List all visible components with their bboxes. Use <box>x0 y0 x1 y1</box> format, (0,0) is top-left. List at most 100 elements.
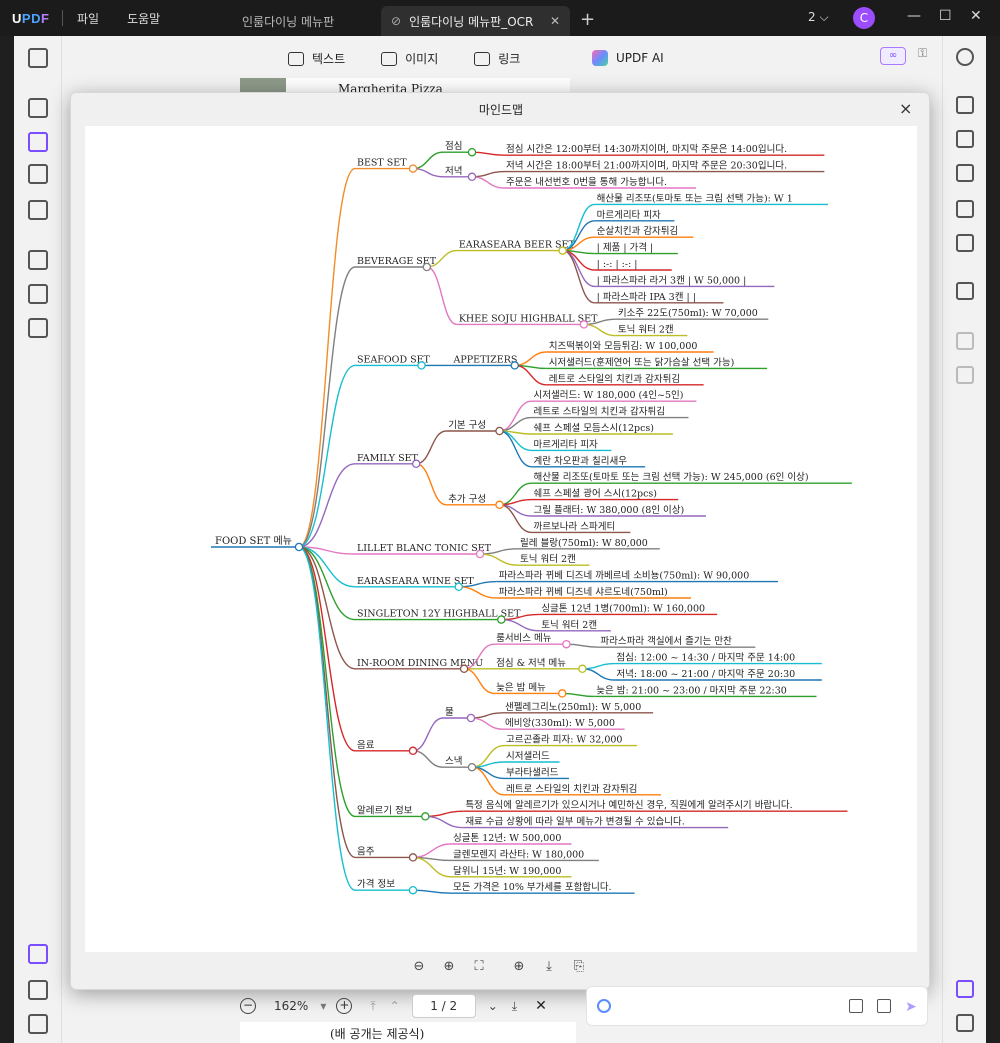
mindmap-branch-node: BEVERAGE SET <box>357 256 437 267</box>
form-icon[interactable] <box>28 200 48 220</box>
globe-icon[interactable]: ⊕ <box>513 959 525 974</box>
mindmap-leaf-node: 마르게리타 피자 <box>534 439 598 450</box>
bookmark-icon[interactable] <box>28 980 48 1000</box>
mindmap-leaf-node: 레트로 스타일의 치킨과 감자튀김 <box>506 783 637 795</box>
right-sidebar <box>942 36 986 1043</box>
link-tool-button[interactable]: 링크 <box>474 50 520 67</box>
redo-icon[interactable] <box>956 366 974 384</box>
download-icon[interactable]: ⤓ <box>546 959 552 974</box>
image-icon <box>381 52 398 66</box>
zoom-dropdown-icon[interactable]: ▾ <box>320 999 327 1013</box>
attachment-icon[interactable] <box>28 1014 48 1034</box>
mindmap-edge-leaf <box>499 430 532 468</box>
close-pager-icon[interactable]: ✕ <box>535 998 547 1014</box>
ai-panel-header: UPDF AI <box>586 40 936 76</box>
export-icon[interactable]: ⎘ <box>573 959 585 974</box>
reader-icon[interactable] <box>28 164 48 184</box>
fit-screen-icon[interactable]: ⛶ <box>474 959 484 974</box>
last-page-icon[interactable]: ⤓ <box>511 998 518 1013</box>
tab-document-2[interactable]: ⊘ 인룸다이닝 메뉴판_OCR ✕ <box>381 6 570 36</box>
mindmap-edge-leaf <box>480 553 519 566</box>
mindmap-leaf-node: 저녁: 18:00 ~ 21:00 / 마지막 주문 20:30 <box>616 669 795 680</box>
mindmap-edge-root <box>298 546 356 670</box>
thumbnail-icon[interactable] <box>28 48 48 68</box>
mindmap-subtopic-node: 기본 구성 <box>448 420 486 431</box>
convert-icon[interactable] <box>956 130 974 148</box>
search-icon[interactable] <box>956 48 974 66</box>
left-sidebar <box>14 36 62 1043</box>
screenshot-icon[interactable] <box>877 999 891 1013</box>
mindmap-subtopic-node: 저녁 <box>445 166 462 177</box>
mindmap-subtopic-node: 물 <box>445 707 454 718</box>
bulb-icon[interactable] <box>597 999 611 1013</box>
next-page-icon[interactable]: ⌄ <box>487 999 498 1013</box>
zoom-in-button[interactable]: + <box>336 998 353 1014</box>
image-tool-button[interactable]: 이미지 <box>381 50 438 67</box>
lock-icon[interactable]: ⚿ <box>918 46 928 60</box>
maximize-icon[interactable]: ☐ <box>939 8 952 24</box>
mindmap-leaf-node: 달위니 15년: W 190,000 <box>453 865 561 877</box>
menu-file[interactable]: 파일 <box>77 11 100 26</box>
save-icon[interactable] <box>956 282 974 300</box>
mindmap-edge-branch <box>412 750 444 768</box>
comment-icon[interactable] <box>28 98 48 118</box>
crop-icon[interactable] <box>28 284 48 304</box>
link-tool-label: 링크 <box>498 51 521 66</box>
mindmap-leaf-node: 시저샐러드 <box>506 751 550 762</box>
mindmap-edge-root <box>298 364 356 548</box>
mindmap-branch-knob <box>417 361 426 370</box>
ai-unlimited-badge[interactable]: ∞ <box>880 47 906 65</box>
image-upload-icon[interactable] <box>849 999 863 1013</box>
close-tab-icon[interactable]: ✕ <box>549 14 560 28</box>
mindmap-root-knob <box>294 542 304 552</box>
organize-icon[interactable] <box>28 250 48 270</box>
mindmap-leaf-node: 계란 차오판과 칠리새우 <box>534 455 628 467</box>
minimize-icon[interactable]: — <box>907 8 921 24</box>
ai-chat-input[interactable]: ➤ <box>586 986 928 1026</box>
protect-icon[interactable] <box>956 164 974 182</box>
first-page-icon[interactable]: ⤒ <box>370 998 376 1013</box>
zoom-in-icon[interactable]: ⊕ <box>443 959 455 974</box>
tab-document-1[interactable]: 인룸다이닝 메뉴판 <box>232 6 382 36</box>
undo-icon[interactable] <box>956 332 974 350</box>
window-count[interactable]: 2 ⌵ <box>808 10 829 24</box>
mindmap-branch-knob <box>408 853 418 862</box>
page-number-input[interactable]: 1 / 2 <box>411 994 476 1018</box>
mail-icon[interactable] <box>956 234 974 252</box>
avatar[interactable]: C <box>853 7 875 29</box>
edit-icon[interactable] <box>28 132 48 152</box>
mindmap-subtopic-knob <box>467 147 477 157</box>
mindmap-leaf-node: 고르곤졸라 피자: W 32,000 <box>506 735 622 746</box>
mindmap-edge-root <box>298 546 356 621</box>
mindmap-leaf-node: 파라스파라 뀌베 디즈네 까베르네 소비뇽(750ml): W 90,000 <box>499 571 750 582</box>
text-tool-button[interactable]: 텍스트 <box>288 50 345 67</box>
share-icon[interactable] <box>956 200 974 218</box>
prev-page-icon[interactable]: ⌃ <box>389 999 400 1013</box>
send-icon[interactable]: ➤ <box>905 999 917 1015</box>
ocr-icon[interactable] <box>956 96 974 114</box>
layers-icon[interactable] <box>28 944 48 964</box>
mindmap-branch-knob <box>408 746 418 756</box>
mindmap-subtopic-node: 스낵 <box>445 756 462 767</box>
mindmap-edge-leaf <box>425 810 464 818</box>
zoom-out-button[interactable]: − <box>240 998 256 1014</box>
image-tool-label: 이미지 <box>405 51 439 66</box>
new-tab-icon[interactable]: + <box>580 9 596 30</box>
menu-help[interactable]: 도움말 <box>127 11 161 26</box>
feedback-icon[interactable] <box>956 1014 974 1032</box>
mindmap-edge-root <box>298 546 356 818</box>
close-window-icon[interactable]: ✕ <box>970 8 982 24</box>
mindmap-leaf-node: 점심: 12:00 ~ 14:30 / 마지막 주문 14:00 <box>616 652 795 664</box>
mindmap-leaf-node: 늦은 밤: 21:00 ~ 23:00 / 마지막 주문 22:30 <box>596 685 787 696</box>
mindmap-subtopic-knob <box>495 426 504 436</box>
ai-assistant-icon[interactable] <box>956 980 974 998</box>
zoom-out-icon[interactable]: ⊖ <box>413 959 425 974</box>
compare-icon[interactable] <box>28 318 48 338</box>
mindmap-toolbar: ⊖ ⊕ ⛶ ⊕ ⤓ ⎘ <box>411 959 587 974</box>
mindmap-edge-root <box>298 546 356 859</box>
close-dialog-icon[interactable]: × <box>899 99 913 118</box>
mindmap-edge-leaf <box>582 668 615 681</box>
mindmap-branch-knob <box>408 885 418 895</box>
zoom-level[interactable]: 162% <box>274 999 309 1013</box>
